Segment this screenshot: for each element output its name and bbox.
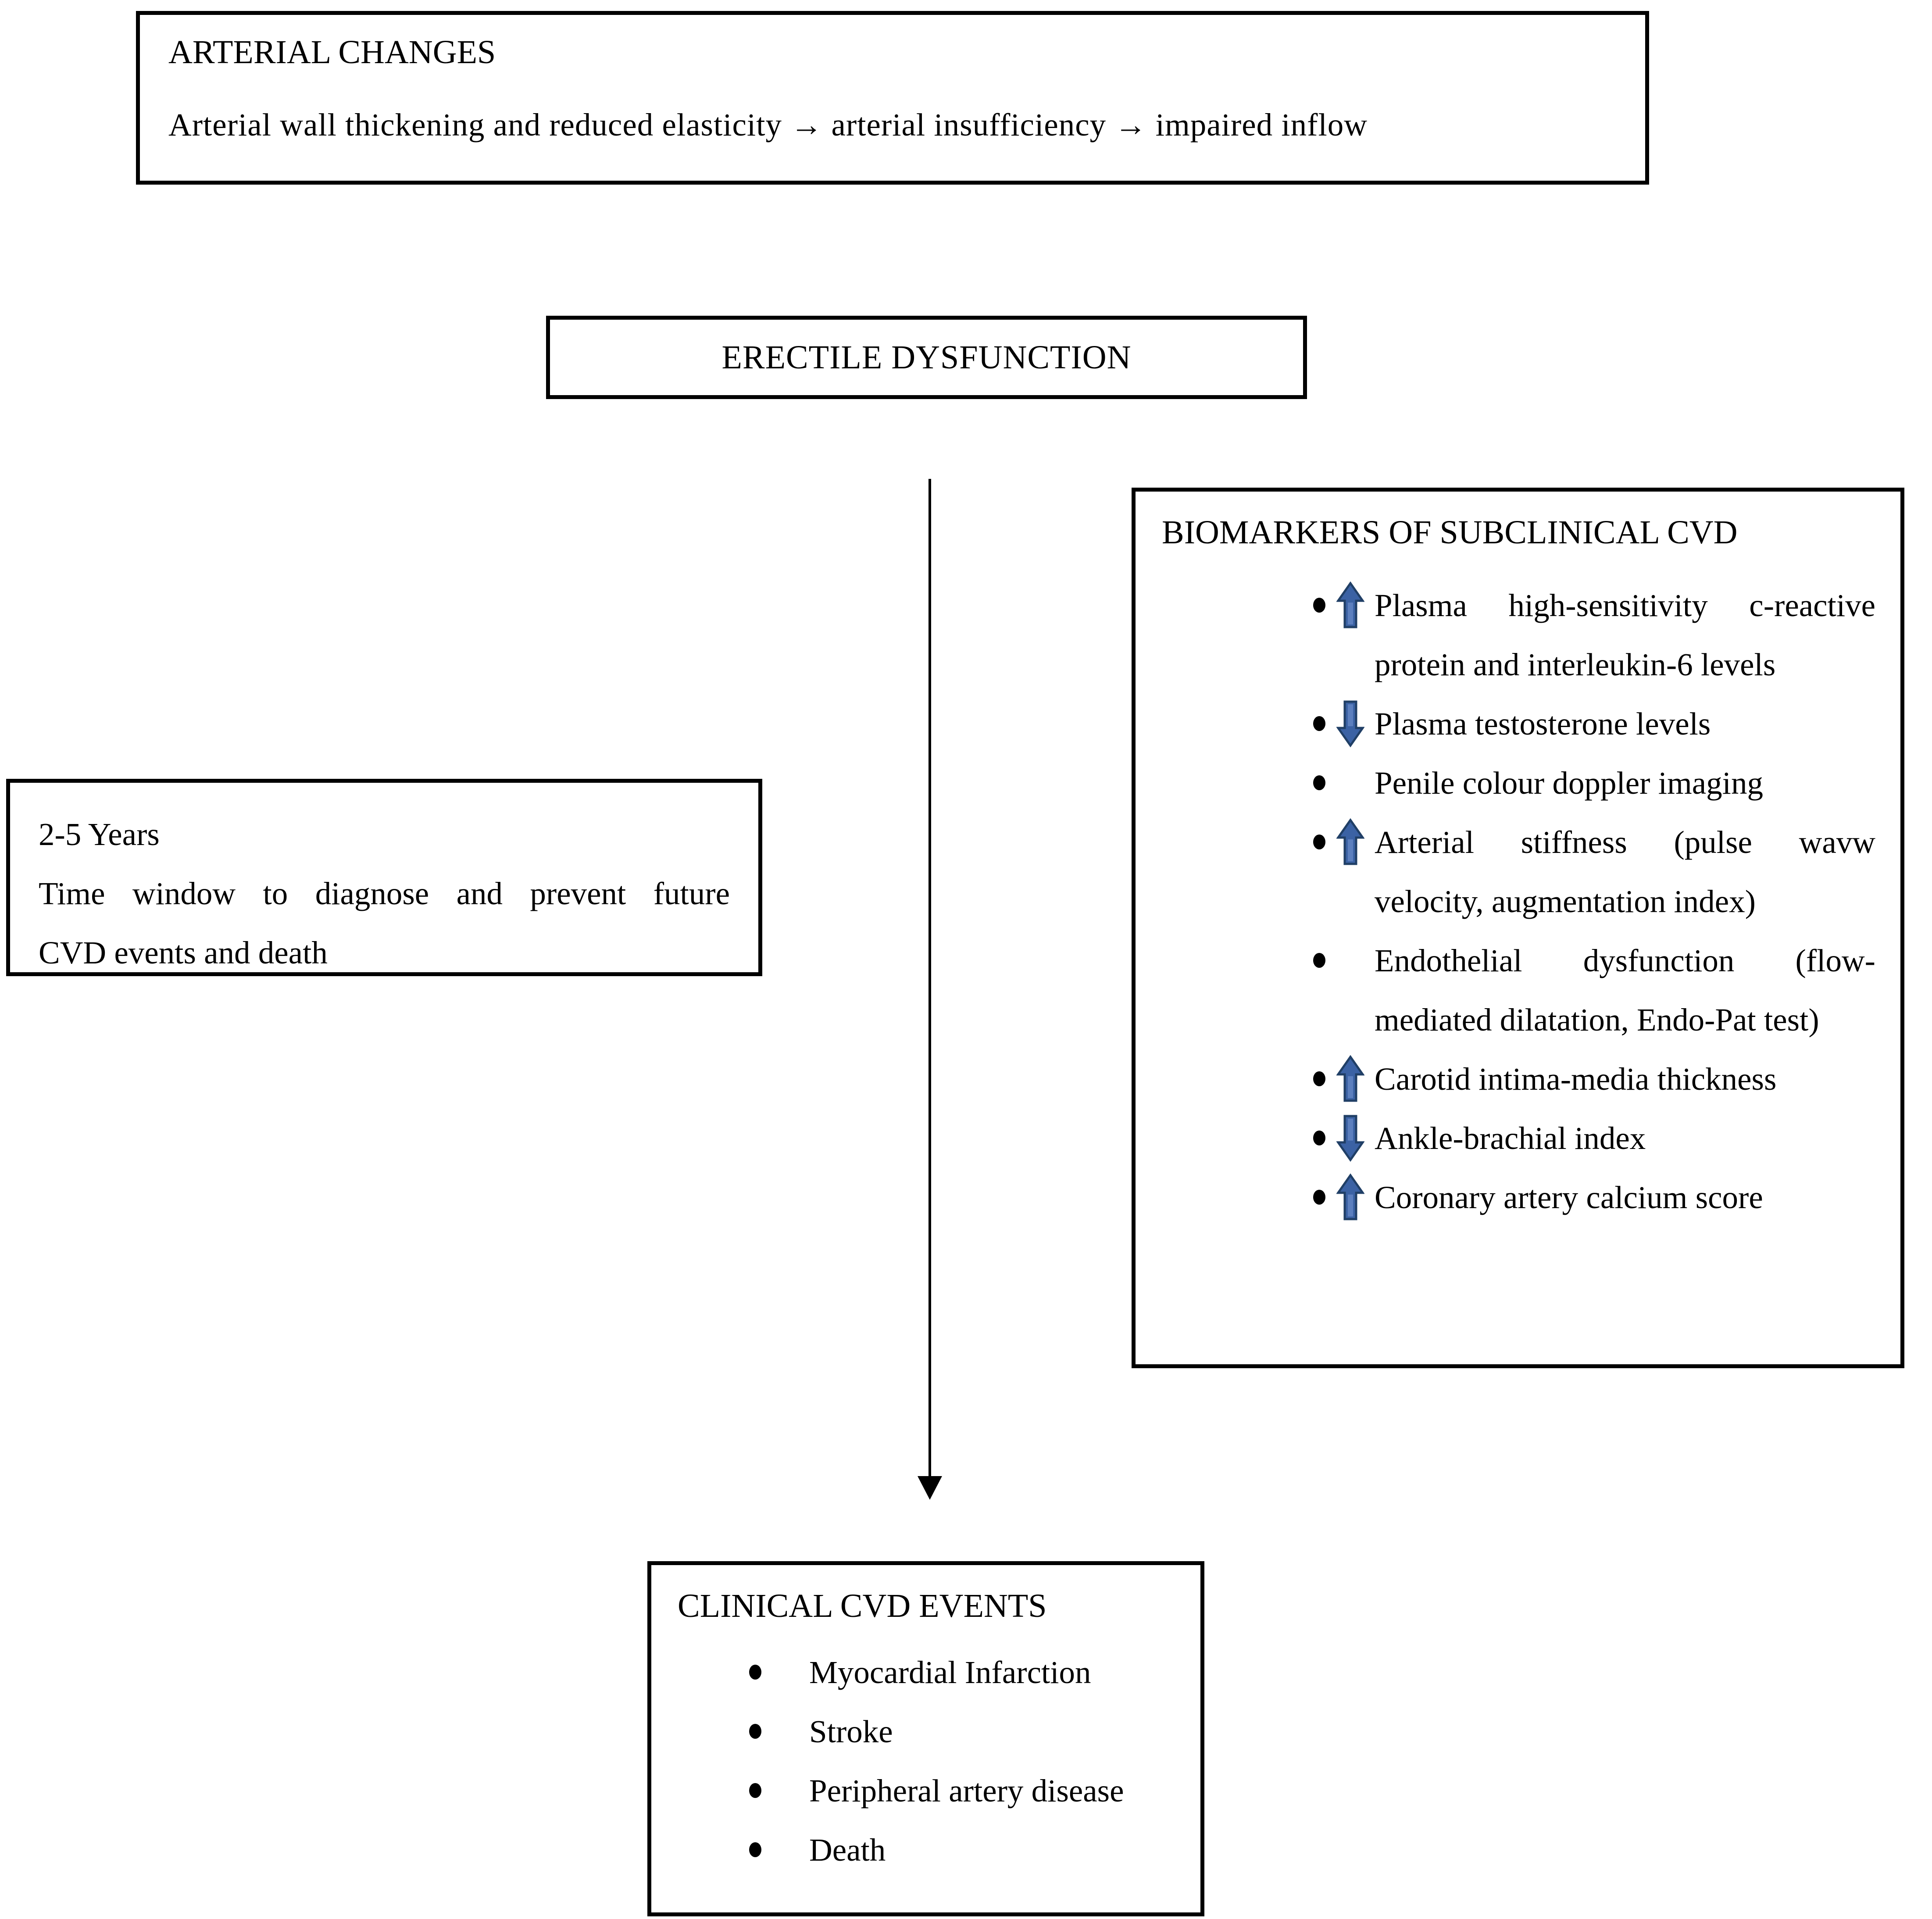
clinical-event-text: Death <box>809 1832 886 1868</box>
bullet-dot <box>749 1665 761 1680</box>
clinical-event-item: Myocardial Infarction <box>678 1643 1178 1702</box>
bullet-dot <box>1313 1071 1325 1087</box>
bullet-dot <box>749 1724 761 1739</box>
up-arrow-icon <box>1336 1174 1364 1221</box>
erectile-dysfunction-label: ERECTILE DYSFUNCTION <box>721 339 1132 376</box>
bullet-dot <box>749 1842 761 1858</box>
time-window-box: 2-5 Years Time window to diagnose and pr… <box>6 779 762 976</box>
clinical-event-item: Peripheral artery disease <box>678 1761 1178 1820</box>
biomarker-item: Coronary artery calcium score <box>1162 1168 1876 1227</box>
biomarker-item: Plasma high-sensitivity c-reactive prote… <box>1162 576 1876 694</box>
biomarker-item: Arterial stiffness (pulse wavw velocity,… <box>1162 813 1876 931</box>
bullet-dot <box>1313 598 1325 613</box>
clinical-event-item: Death <box>678 1820 1178 1880</box>
clinical-event-text: Peripheral artery disease <box>809 1773 1124 1809</box>
biomarkers-title: BIOMARKERS OF SUBCLINICAL CVD <box>1162 514 1738 551</box>
biomarker-text: Ankle-brachial index <box>1375 1120 1646 1156</box>
biomarker-text: Carotid intima-media thickness <box>1375 1061 1777 1097</box>
biomarker-item: Plasma testosterone levels <box>1162 694 1876 753</box>
clinical-event-item: Stroke <box>678 1702 1178 1761</box>
biomarker-text: mediated dilatation, Endo-Pat test) <box>1375 1002 1819 1038</box>
clinical-event-text: Stroke <box>809 1714 893 1750</box>
bullet-dot <box>1313 775 1325 791</box>
arterial-changes-box: ARTERIAL CHANGES Arterial wall thickenin… <box>136 11 1649 185</box>
biomarker-item: Carotid intima-media thickness <box>1162 1049 1876 1109</box>
clinical-events-box: CLINICAL CVD EVENTS Myocardial Infarctio… <box>647 1561 1204 1916</box>
biomarker-text: Penile colour doppler imaging <box>1375 765 1763 801</box>
bullet-dot <box>1313 953 1325 968</box>
biomarker-text: velocity, augmentation index) <box>1375 884 1756 920</box>
time-window-line3: CVD events and death <box>39 935 328 970</box>
clinical-event-text: Myocardial Infarction <box>809 1655 1091 1691</box>
down-arrow-icon <box>1336 700 1364 748</box>
bullet-dot <box>1313 835 1325 850</box>
erectile-dysfunction-box: ERECTILE DYSFUNCTION <box>546 316 1307 399</box>
time-window-duration: 2-5 Years <box>39 817 160 852</box>
biomarker-text: Arterial stiffness (pulse wavw <box>1375 824 1875 860</box>
biomarker-text: Plasma testosterone levels <box>1375 706 1711 742</box>
arterial-changes-body: Arterial wall thickening and reduced ela… <box>168 107 1368 143</box>
clinical-events-title: CLINICAL CVD EVENTS <box>678 1587 1047 1624</box>
flow-arrow-line <box>929 479 931 1477</box>
clinical-events-list: Myocardial Infarction Stroke Peripheral … <box>678 1643 1178 1880</box>
biomarker-text: Plasma high-sensitivity c-reactive <box>1375 588 1875 624</box>
biomarker-text: protein and interleukin-6 levels <box>1375 647 1776 683</box>
up-arrow-icon <box>1336 581 1364 629</box>
biomarker-item: Penile colour doppler imaging <box>1162 753 1876 813</box>
bullet-dot <box>1313 1190 1325 1205</box>
flow-arrow-head <box>918 1476 942 1500</box>
biomarker-item: Endothelial dysfunction (flow- mediated … <box>1162 931 1876 1049</box>
biomarker-text: Endothelial dysfunction (flow- <box>1375 943 1875 979</box>
up-arrow-icon <box>1336 818 1364 866</box>
bullet-dot <box>749 1783 761 1798</box>
bullet-dot <box>1313 1131 1325 1146</box>
up-arrow-icon <box>1336 1055 1364 1102</box>
time-window-line2: Time window to diagnose and prevent futu… <box>39 876 730 911</box>
biomarkers-list: Plasma high-sensitivity c-reactive prote… <box>1162 576 1876 1227</box>
biomarkers-box: BIOMARKERS OF SUBCLINICAL CVD Plasma hig… <box>1132 488 1904 1368</box>
bullet-dot <box>1313 716 1325 731</box>
arterial-changes-title: ARTERIAL CHANGES <box>168 34 496 71</box>
biomarker-text: Coronary artery calcium score <box>1375 1180 1763 1216</box>
biomarker-item: Ankle-brachial index <box>1162 1109 1876 1168</box>
down-arrow-icon <box>1336 1114 1364 1162</box>
